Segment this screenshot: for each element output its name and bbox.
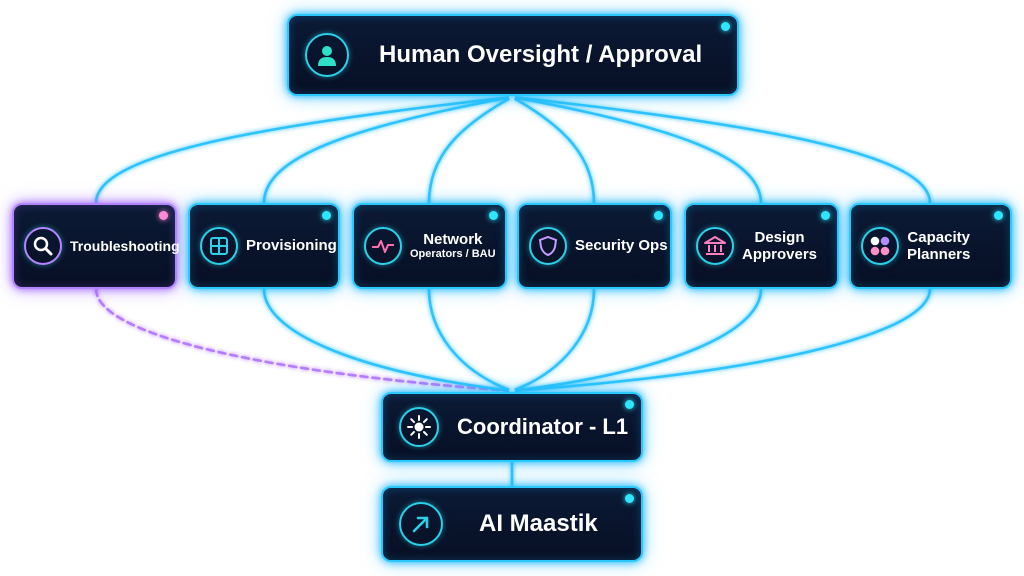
- status-dot: [721, 22, 730, 31]
- edge-oversight-to-capacity: [510, 95, 932, 205]
- arrow-up-right-icon: [399, 502, 443, 546]
- agent-label: Provisioning: [246, 237, 337, 255]
- sun-icon: [399, 407, 439, 447]
- ai-maastik-node[interactable]: AI Maastik: [381, 486, 643, 562]
- agent-network-operators[interactable]: Network Operators / BAU: [352, 203, 507, 289]
- edge-oversight-to-design: [510, 95, 763, 205]
- person-icon: [305, 33, 349, 77]
- search-icon: [24, 227, 62, 265]
- status-dot: [821, 211, 830, 220]
- agent-label: Network: [423, 231, 483, 249]
- shield-icon: [529, 227, 567, 265]
- human-oversight-title: Human Oversight / Approval: [379, 41, 703, 69]
- agent-capacity-planners[interactable]: Capacity Planners: [849, 203, 1012, 289]
- bank-icon: [696, 227, 734, 265]
- status-dot: [625, 400, 634, 409]
- circles-icon: [861, 227, 899, 265]
- agent-troubleshooting[interactable]: Troubleshooting: [12, 203, 180, 289]
- edge-troubleshooting-to-coordinator: [94, 287, 514, 393]
- coordinator-node[interactable]: Coordinator - L1: [381, 392, 643, 462]
- edge-security-to-coordinator: [510, 287, 596, 393]
- edge-capacity-to-coordinator: [510, 287, 932, 393]
- agent-label: Capacity: [907, 228, 970, 246]
- agent-label: Planners: [907, 246, 971, 263]
- status-dot: [625, 494, 634, 503]
- status-dot: [654, 211, 663, 220]
- agent-label: Troubleshooting: [70, 237, 180, 254]
- human-oversight-node[interactable]: Human Oversight / Approval: [287, 14, 739, 96]
- edge-oversight-to-network: [427, 95, 514, 205]
- status-dot: [994, 211, 1003, 220]
- agent-provisioning[interactable]: Provisioning: [188, 203, 340, 289]
- ai-maastik-title: AI Maastik: [479, 510, 598, 538]
- agent-design-approvers[interactable]: Design Approvers: [684, 203, 839, 289]
- status-dot: [489, 211, 498, 220]
- agent-label: Approvers: [742, 246, 818, 263]
- grid-icon: [200, 227, 238, 265]
- edge-design-to-coordinator: [510, 287, 763, 393]
- edge-oversight-to-security: [510, 95, 596, 205]
- edge-oversight-to-troubleshooting: [94, 95, 514, 205]
- status-dot: [159, 211, 168, 220]
- agent-sublabel: Operators / BAU: [410, 248, 496, 261]
- status-dot: [322, 211, 331, 220]
- agent-security-ops[interactable]: Security Ops: [517, 203, 672, 289]
- pulse-icon: [364, 227, 402, 265]
- edge-network-to-coordinator: [427, 287, 514, 393]
- coordinator-title: Coordinator - L1: [457, 414, 629, 440]
- agent-label: Security Ops: [575, 237, 668, 255]
- agent-label: Design: [754, 228, 805, 246]
- edge-provisioning-to-coordinator: [262, 287, 514, 393]
- edge-oversight-to-provisioning: [262, 95, 514, 205]
